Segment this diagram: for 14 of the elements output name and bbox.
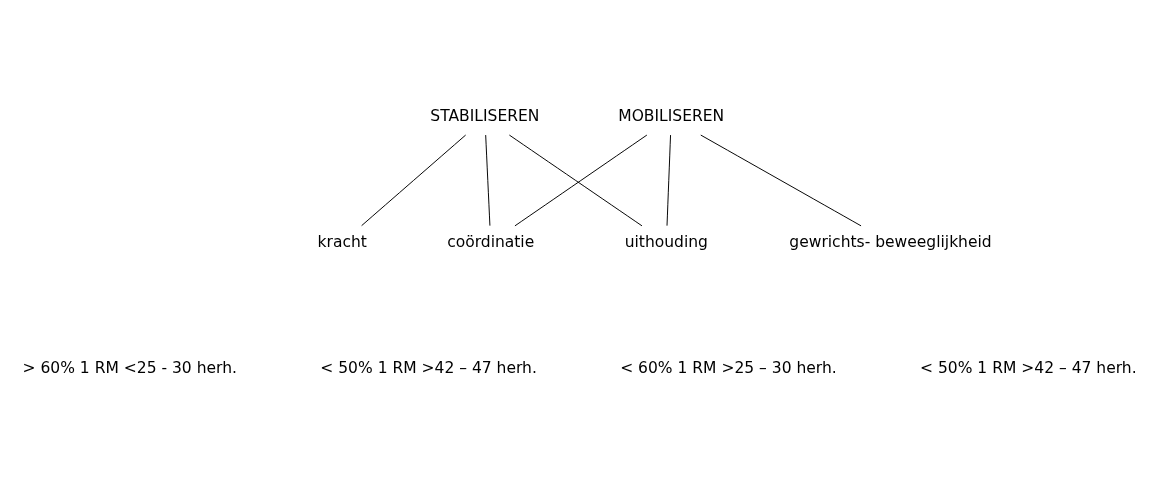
label: < 50% 1 RM >42 – 47 herh. bbox=[920, 358, 1137, 377]
node-text: uithouding bbox=[624, 232, 708, 251]
connector bbox=[666, 134, 672, 226]
label: > 60% 1 RM <25 - 30 herh. bbox=[22, 358, 237, 377]
node-text: MOBILISEREN bbox=[618, 106, 725, 125]
connector bbox=[361, 134, 467, 226]
label: < 60% 1 RM >25 – 30 herh. bbox=[620, 358, 837, 377]
label: < 50% 1 RM >42 – 47 herh. bbox=[320, 358, 537, 377]
node-text: kracht bbox=[317, 232, 367, 251]
node-text: STABILISEREN bbox=[430, 106, 540, 125]
node-text: gewrichts- beweeglijkheid bbox=[789, 232, 992, 251]
connector bbox=[485, 134, 491, 226]
node-text: coördinatie bbox=[447, 232, 535, 251]
connector bbox=[700, 134, 862, 226]
